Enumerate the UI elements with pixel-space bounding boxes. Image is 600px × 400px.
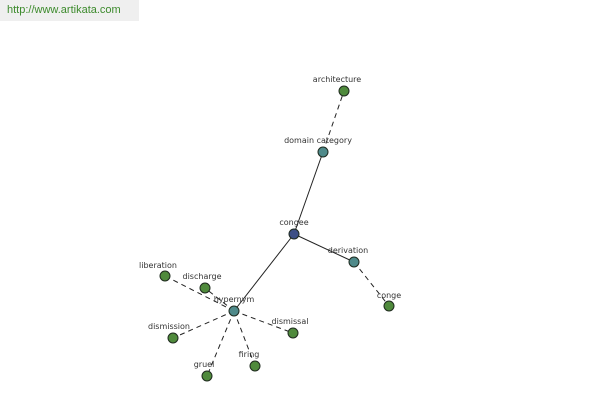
node-label[interactable]: dismissal bbox=[272, 317, 309, 326]
edge-hypernym-to-firing bbox=[233, 310, 256, 367]
node-marker[interactable] bbox=[338, 85, 350, 97]
edge-domain-category-to-architecture bbox=[322, 90, 345, 153]
node-liberation[interactable]: liberation bbox=[139, 261, 177, 282]
node-dismission[interactable]: dismission bbox=[148, 322, 190, 344]
node-label[interactable]: congee bbox=[279, 218, 308, 227]
node-marker[interactable] bbox=[167, 332, 179, 344]
node-firing[interactable]: firing bbox=[239, 350, 261, 372]
edge-hypernym-to-gruel bbox=[206, 310, 235, 377]
node-layer: congee domain category architecture derivat… bbox=[139, 75, 401, 382]
node-congee[interactable]: congee bbox=[279, 218, 309, 240]
node-conge[interactable]: conge bbox=[377, 291, 401, 312]
node-marker[interactable] bbox=[287, 327, 299, 339]
edge-hypernym-to-dismission bbox=[172, 310, 235, 339]
node-label[interactable]: conge bbox=[377, 291, 401, 300]
node-marker[interactable] bbox=[288, 228, 300, 240]
node-marker[interactable] bbox=[317, 146, 329, 158]
edge-congee-to-domain-category bbox=[293, 151, 324, 235]
node-label[interactable]: firing bbox=[239, 350, 260, 359]
edge-hypernym-to-dismissal bbox=[233, 310, 294, 334]
node-domain-category[interactable]: domain category bbox=[284, 136, 352, 158]
node-marker[interactable] bbox=[228, 305, 240, 317]
node-label[interactable]: architecture bbox=[313, 75, 361, 84]
node-label[interactable]: gruel bbox=[194, 360, 215, 369]
node-marker[interactable] bbox=[348, 256, 360, 268]
node-marker[interactable] bbox=[201, 370, 213, 382]
node-marker[interactable] bbox=[159, 270, 171, 282]
node-marker[interactable] bbox=[383, 300, 395, 312]
edge-congee-to-hypernym bbox=[233, 233, 295, 312]
source-link[interactable]: http://www.artikata.com bbox=[0, 0, 139, 21]
node-marker[interactable] bbox=[199, 282, 211, 294]
edge-hypernym-to-discharge bbox=[204, 287, 235, 312]
edge-congee-to-derivation bbox=[293, 233, 355, 263]
node-label[interactable]: hypernym bbox=[214, 295, 255, 304]
node-hypernym[interactable]: hypernym bbox=[214, 295, 255, 317]
node-label[interactable]: dismission bbox=[148, 322, 190, 331]
edge-layer bbox=[164, 90, 390, 377]
node-label[interactable]: discharge bbox=[183, 272, 222, 281]
node-marker[interactable] bbox=[249, 360, 261, 372]
edge-derivation-to-conge bbox=[353, 261, 390, 307]
node-gruel[interactable]: gruel bbox=[194, 360, 215, 382]
node-label[interactable]: domain category bbox=[284, 136, 352, 145]
node-label[interactable]: derivation bbox=[328, 246, 368, 255]
node-label[interactable]: liberation bbox=[139, 261, 177, 270]
edge-hypernym-to-liberation bbox=[164, 275, 235, 312]
node-dismissal[interactable]: dismissal bbox=[272, 317, 309, 339]
node-discharge[interactable]: discharge bbox=[183, 272, 222, 294]
node-derivation[interactable]: derivation bbox=[328, 246, 368, 268]
node-architecture[interactable]: architecture bbox=[313, 75, 361, 97]
